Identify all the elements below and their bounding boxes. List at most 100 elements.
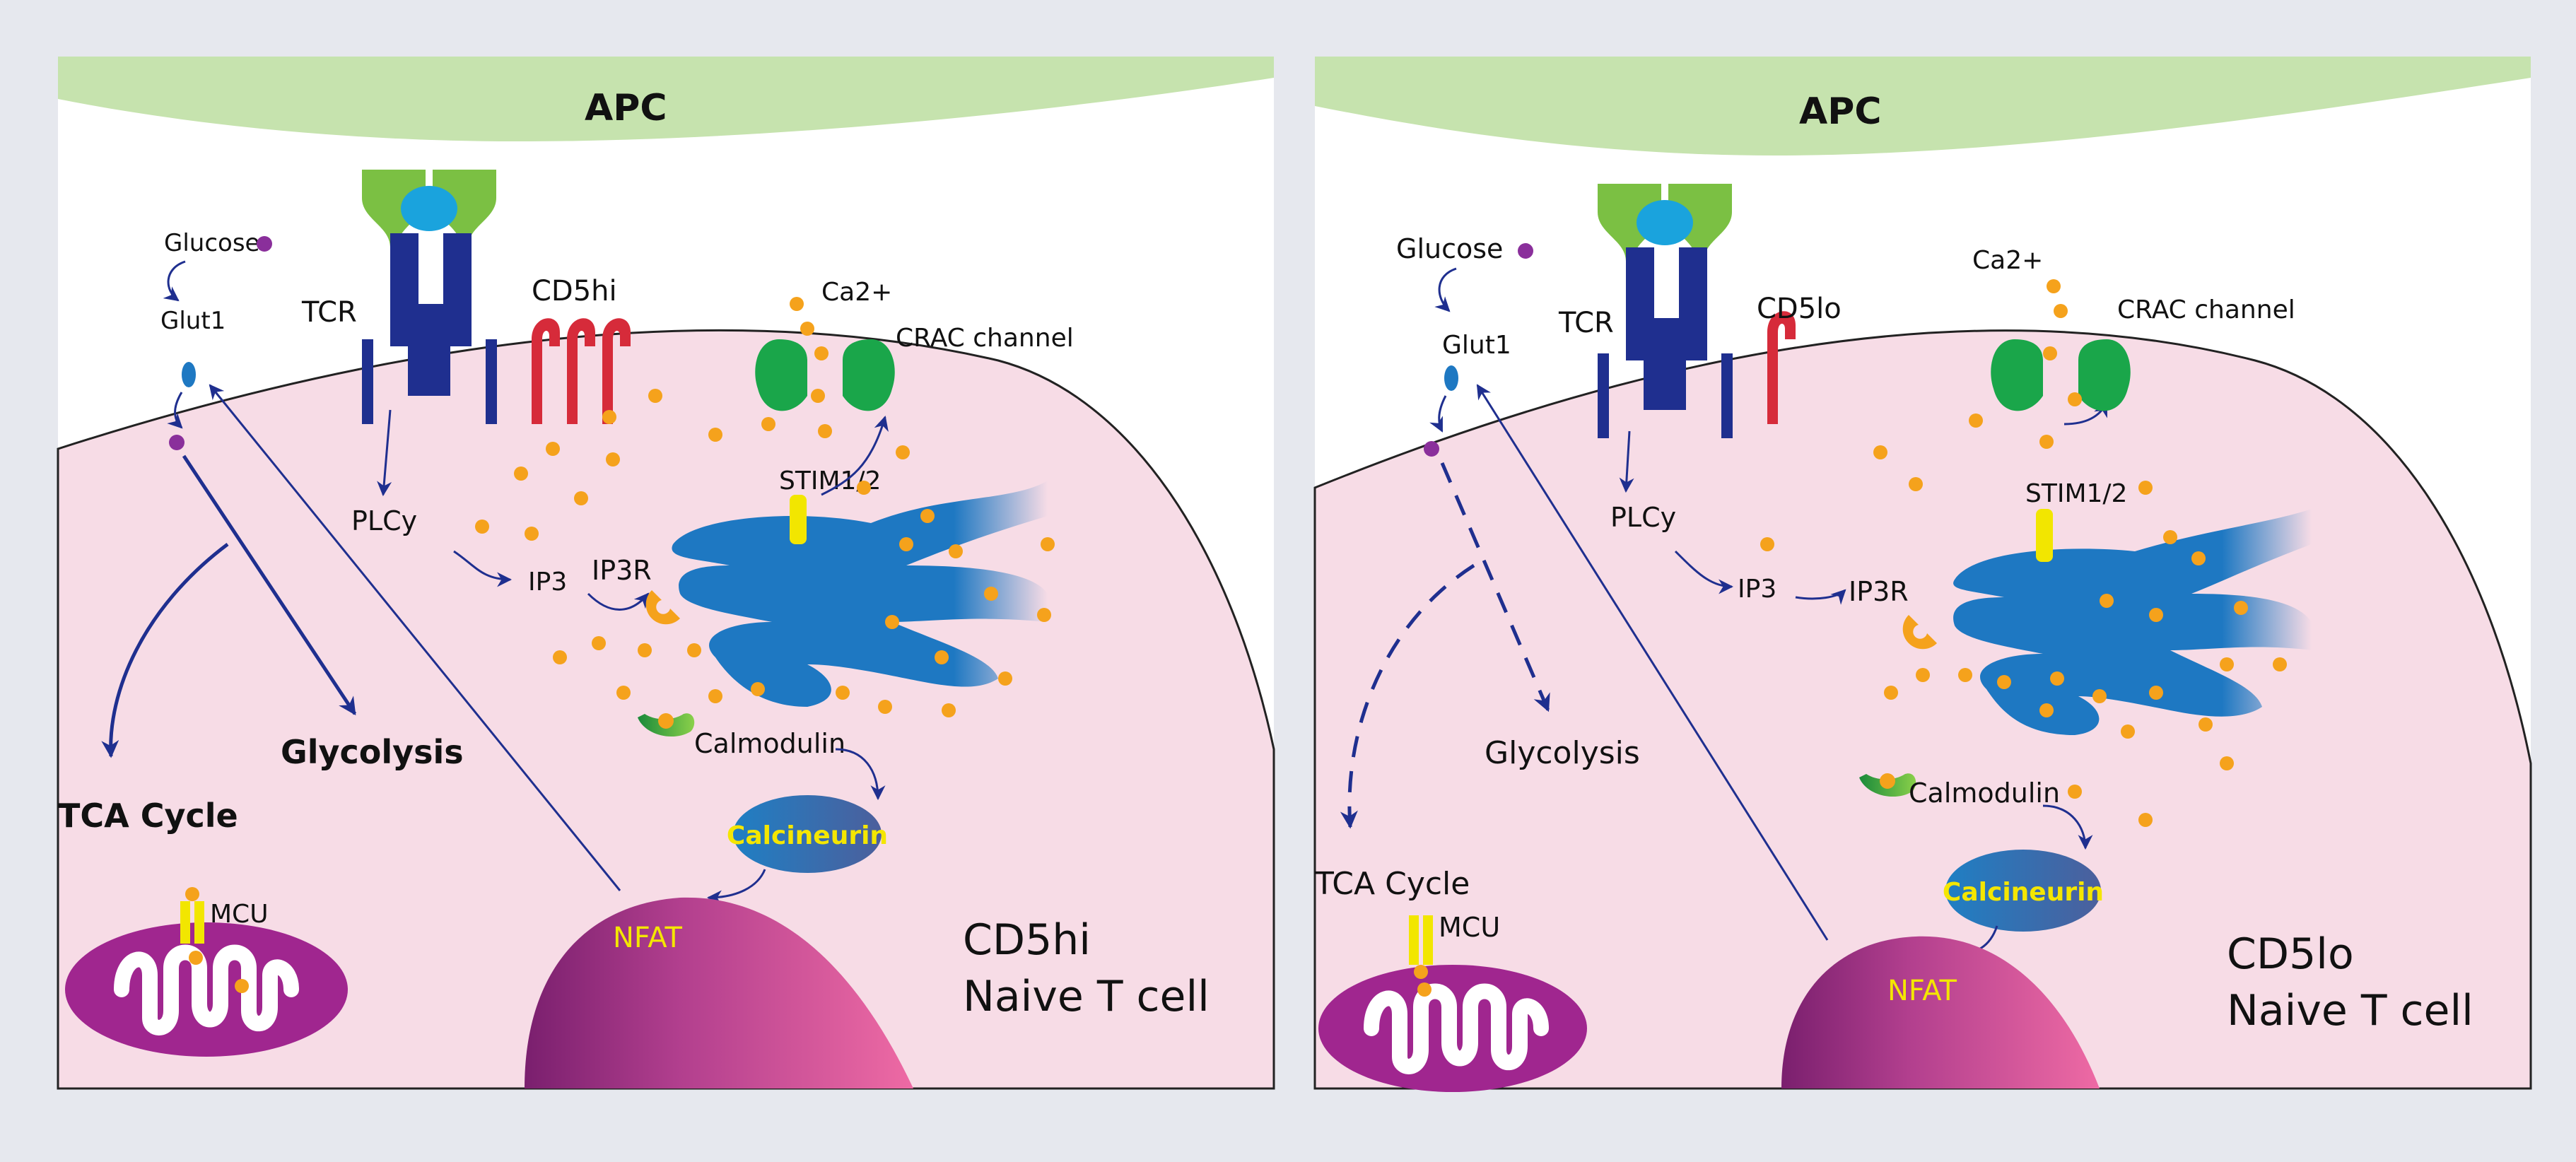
glut1-label: Glut1 <box>160 307 226 335</box>
glucose-label: Glucose <box>164 229 259 257</box>
tcr-zeta-right <box>486 339 497 424</box>
crac-label: CRAC channel <box>896 324 1074 353</box>
tca-label: TCA Cycle <box>1314 866 1470 902</box>
glucose-arrow <box>1434 267 1457 312</box>
calcineurin-label: Calcineurin <box>727 821 888 850</box>
calcineurin-enzyme <box>1945 850 2101 932</box>
mcu-left <box>180 901 190 944</box>
mcu-left <box>1409 915 1419 965</box>
tcr-label: TCR <box>301 296 357 329</box>
mcu-calcium <box>1414 965 1428 979</box>
tcr-plcy-arrow <box>1619 430 1634 493</box>
calmodulin-label: Calmodulin <box>1909 777 2060 809</box>
cd5-label: CD5hi <box>532 275 617 307</box>
mcu-label: MCU <box>210 900 269 929</box>
ip3r-label: IP3R <box>592 555 652 586</box>
ca-label: Ca2+ <box>1972 246 2043 275</box>
cell-type-line1: CD5hi <box>963 915 1091 965</box>
mcu-label: MCU <box>1439 912 1500 943</box>
panel-cd5hi: APC TCR CD5hi Glucose Glut1 <box>57 57 1275 1090</box>
glut1-arrow <box>167 392 183 429</box>
plcy-ip3-arrow <box>453 550 513 587</box>
tcr-label: TCR <box>1558 307 1614 339</box>
calcineurin-label: Calcineurin <box>1943 878 2104 907</box>
nfat-label: NFAT <box>1887 975 1957 1007</box>
crac-left <box>1991 339 2043 411</box>
glycolysis-label: Glycolysis <box>1485 735 1640 771</box>
glut1-arrow <box>1429 395 1447 433</box>
cell-type-line2: Naive T cell <box>963 972 1210 1021</box>
calmodulin-calcineurin-arrow <box>835 748 886 801</box>
glut1-label: Glut1 <box>1442 331 1511 360</box>
tcr-cd3 <box>408 304 450 396</box>
nucleus <box>525 897 913 1088</box>
apc-label: APC <box>585 87 667 129</box>
crac-left <box>755 339 807 411</box>
ip3-label: IP3 <box>528 568 567 597</box>
ip3r-receptor <box>1902 615 1937 650</box>
endoplasmic-reticulum <box>1953 509 2312 735</box>
endoplasmic-reticulum <box>672 481 1048 707</box>
stim-protein <box>2036 509 2053 562</box>
cd5-receptors <box>532 318 631 424</box>
calmodulin-calcineurin-arrow <box>2042 804 2093 850</box>
mcu-right <box>1423 915 1433 965</box>
tca-arrow <box>101 543 229 758</box>
tcr-complex <box>362 170 497 424</box>
glucose-arrow <box>163 260 186 302</box>
nfat-glut1-arrow <box>1476 384 1829 941</box>
ip3-ip3r-arrow <box>587 592 650 611</box>
plcy-label: PLCy <box>1610 502 1676 533</box>
glycolysis-label: Glycolysis <box>281 733 464 771</box>
crac-right <box>2078 339 2131 411</box>
crac-label: CRAC channel <box>2117 295 2295 324</box>
cd5-label: CD5lo <box>1757 293 1842 325</box>
mitochondrion <box>65 922 348 1057</box>
cd5-receptor <box>1767 311 1796 424</box>
panel-cd5lo: APC TCR CD5lo Glucose Glut1 Glycolysis T… <box>1313 57 2532 1092</box>
glut1-transporter <box>182 362 196 387</box>
calmodulin-calcium <box>1880 773 1895 789</box>
glucose-internal <box>169 435 185 450</box>
glut1-transporter <box>1444 365 1458 391</box>
stim-protein <box>790 495 807 544</box>
stim-label: STIM1/2 <box>2025 479 2127 508</box>
ip3-ip3r-arrow <box>1795 589 1846 605</box>
tca-label: TCA Cycle <box>58 797 238 835</box>
glycolysis-arrow <box>182 454 357 716</box>
glucose-molecule <box>257 236 272 252</box>
ca-label: Ca2+ <box>821 278 892 307</box>
peptide <box>401 186 457 231</box>
apc-surface <box>58 57 1274 141</box>
nfat-glut1-arrow <box>209 384 621 891</box>
apc-surface <box>1315 57 2531 155</box>
plcy-ip3-arrow <box>1674 550 1734 594</box>
glucose-label: Glucose <box>1396 233 1503 264</box>
glucose-molecule <box>1518 243 1533 259</box>
ip3r-receptor <box>645 590 680 625</box>
plcy-label: PLCy <box>351 505 417 536</box>
cell-membrane <box>1313 329 2532 1090</box>
glucose-internal <box>1424 441 1439 457</box>
tcr-plcy-arrow <box>377 409 392 497</box>
calcium-ions <box>475 297 1055 717</box>
calmodulin-label: Calmodulin <box>694 728 845 759</box>
tcr-zeta-left <box>362 339 373 424</box>
ip3r-label: IP3R <box>1849 576 1909 607</box>
mcu-calcium <box>185 887 199 901</box>
ip3-label: IP3 <box>1738 575 1776 604</box>
calcium-ions <box>1760 279 2287 827</box>
stim-crac-arrow <box>821 415 889 496</box>
cell-type-line2: Naive T cell <box>2227 986 2473 1035</box>
apc-label: APC <box>1799 90 1882 133</box>
nucleus <box>1781 936 2100 1088</box>
calcineurin-nfat-arrow <box>706 869 766 905</box>
cell-type-line1: CD5lo <box>2227 929 2354 979</box>
calmodulin-calcium <box>658 713 674 729</box>
calcineurin-enzyme <box>733 795 882 873</box>
glycolysis-arrow <box>1440 462 1550 712</box>
mcu-right <box>194 901 204 944</box>
crac-right <box>843 339 895 411</box>
